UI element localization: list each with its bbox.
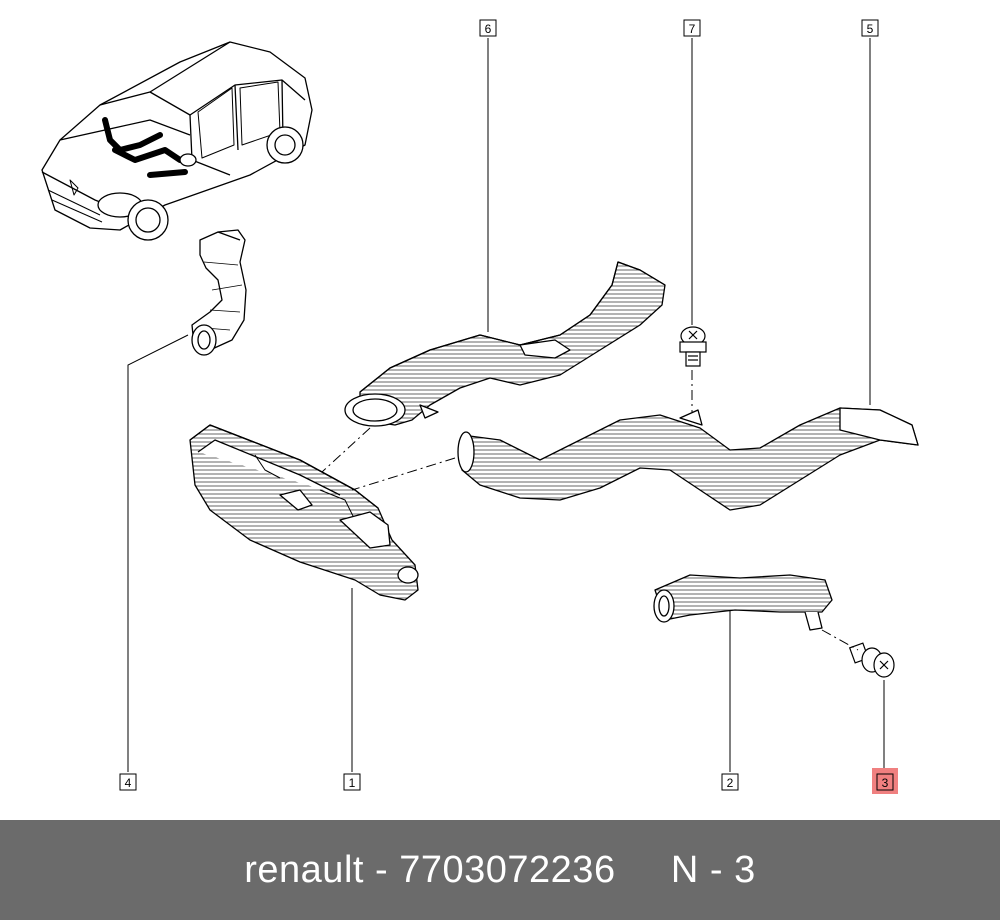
svg-text:6: 6 bbox=[485, 22, 492, 36]
part-3-screw bbox=[848, 642, 895, 678]
gap bbox=[616, 849, 671, 892]
callout-3-highlighted: 3 bbox=[872, 768, 898, 794]
footer-bar: renault - 7703072236 N - 3 bbox=[0, 820, 1000, 920]
svg-text:3: 3 bbox=[882, 776, 889, 790]
part-2-duct bbox=[653, 574, 833, 631]
car-illustration bbox=[41, 41, 313, 241]
part-1-housing bbox=[189, 424, 419, 601]
parts-diagram: 6 7 5 4 1 2 3 bbox=[41, 19, 919, 794]
part-7-bolt bbox=[679, 326, 707, 367]
callout-4: 4 bbox=[119, 773, 137, 791]
callout-5: 5 bbox=[861, 19, 879, 37]
callout-7: 7 bbox=[683, 19, 701, 37]
callout-6: 6 bbox=[479, 19, 497, 37]
leader-lines bbox=[127, 38, 885, 772]
callout-1: 1 bbox=[343, 773, 361, 791]
part-6-duct bbox=[344, 261, 666, 427]
svg-text:5: 5 bbox=[867, 22, 874, 36]
separator: - bbox=[363, 848, 400, 891]
part-5-duct bbox=[457, 407, 919, 511]
svg-text:2: 2 bbox=[727, 776, 734, 790]
callout-2: 2 bbox=[721, 773, 739, 791]
brand-name: renault bbox=[244, 848, 364, 891]
reference-number: N - 3 bbox=[670, 848, 756, 891]
part-number: 7703072236 bbox=[399, 848, 616, 891]
svg-text:7: 7 bbox=[689, 22, 696, 36]
svg-text:4: 4 bbox=[125, 776, 132, 790]
part-4-hose bbox=[191, 229, 247, 356]
assembly-lines bbox=[321, 370, 859, 651]
svg-text:1: 1 bbox=[349, 776, 356, 790]
